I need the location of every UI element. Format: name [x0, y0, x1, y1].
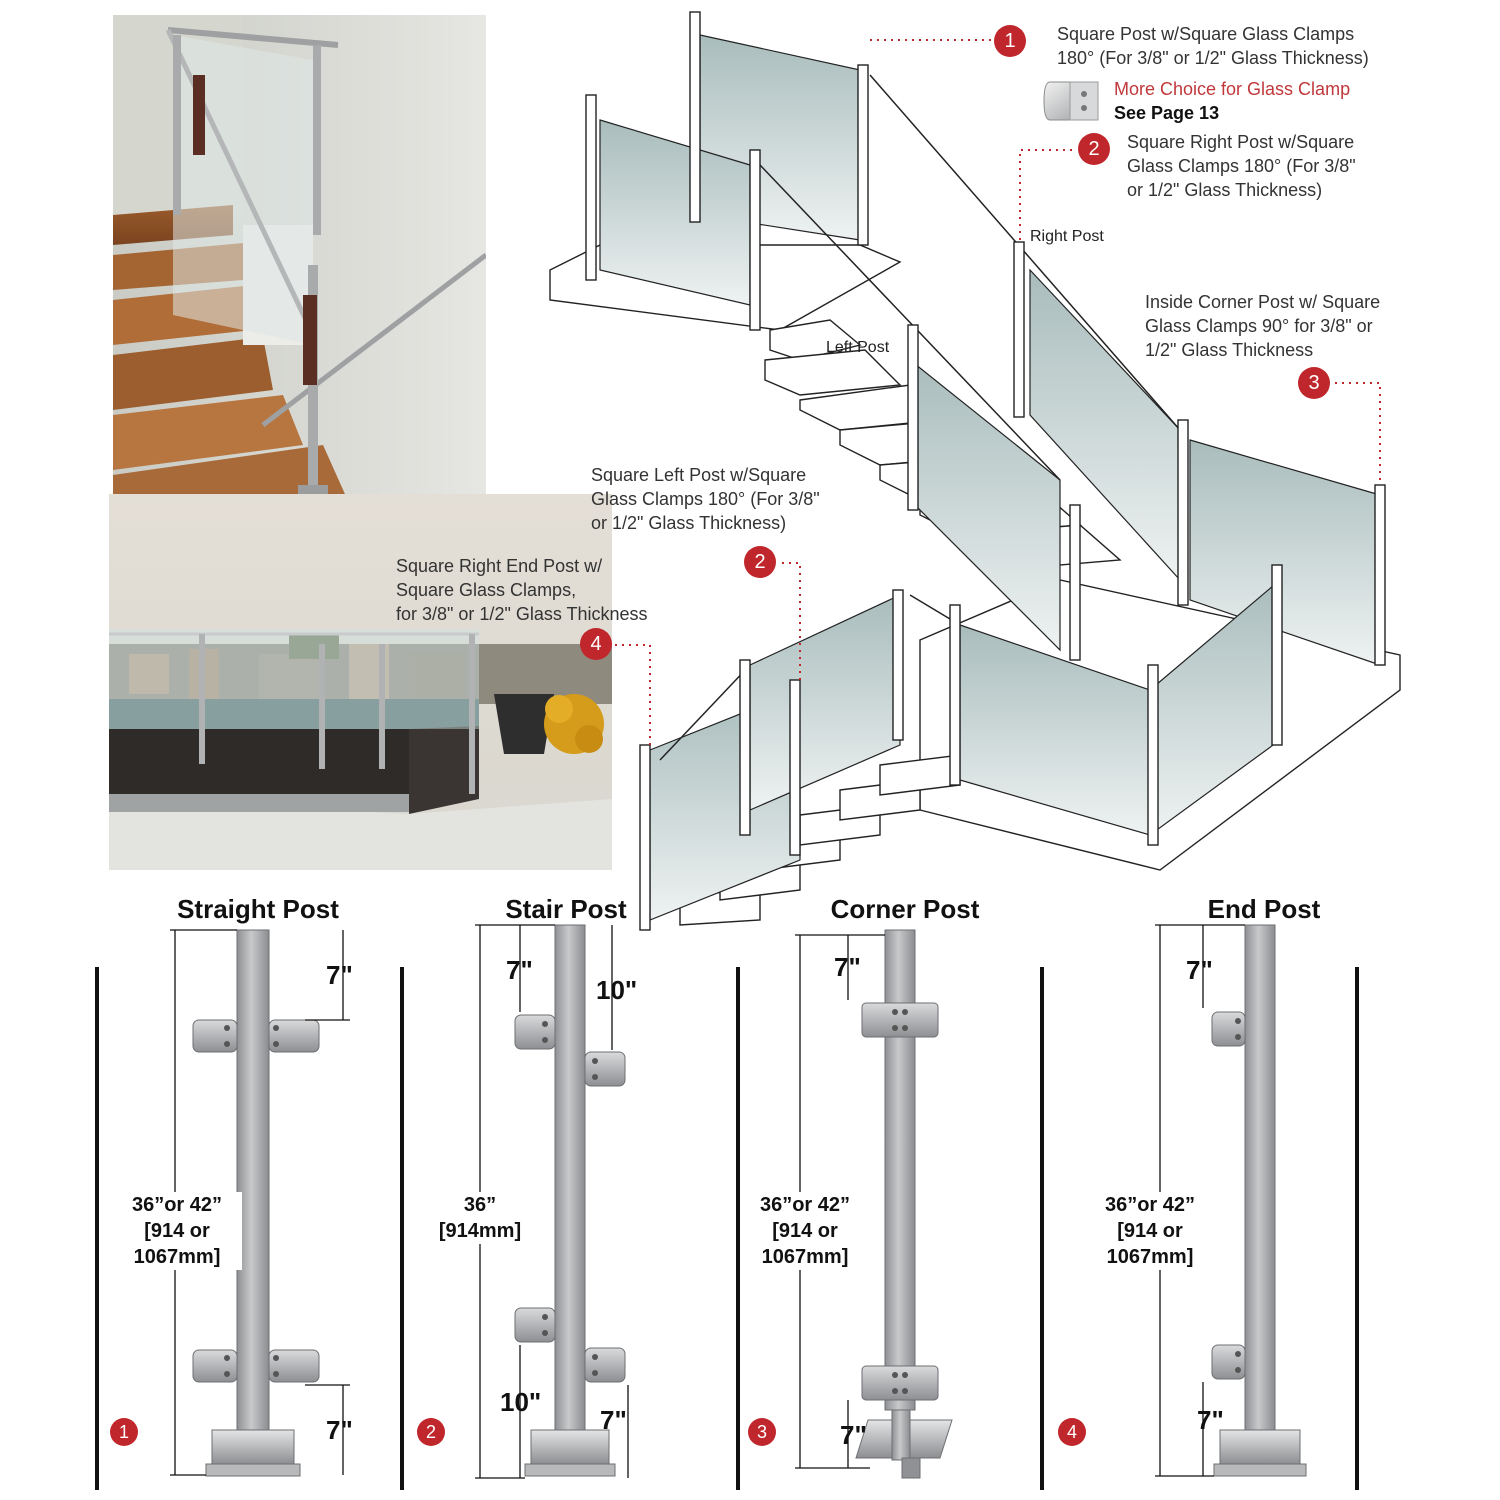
end-bottom-dim: 7" [1197, 1405, 1224, 1435]
callout-end-post: Square Right End Post w/ Square Glass Cl… [396, 556, 648, 624]
post-drawings [170, 924, 1307, 1479]
stair-top-dim-2: 10" [596, 975, 638, 1005]
stair-bottom-dim-2: 10" [500, 1387, 542, 1417]
end-top-dim: 7" [1186, 955, 1213, 985]
callout-inside-corner: Inside Corner Post w/ Square Glass Clamp… [1145, 292, 1381, 360]
stair-post-title: Stair Post [505, 894, 627, 924]
corner-post-drawing [855, 929, 953, 1479]
end-post-drawing [1211, 924, 1307, 1477]
corner-top-dim: 7" [834, 952, 861, 982]
stair-railing-photo [113, 15, 486, 512]
straight-post-drawing [192, 929, 320, 1477]
straight-bottom-dim: 7" [326, 1415, 353, 1445]
corner-bottom-dim: 7" [840, 1420, 867, 1450]
end-height-dim: 36”or 42” [914 or 1067mm] [1085, 1192, 1215, 1270]
callout-square-post: Square Post w/Square Glass Clamps 180° (… [1057, 24, 1369, 68]
left-post-label: Left Post [826, 339, 890, 356]
stair-height-dim: 36” [914mm] [420, 1192, 540, 1244]
post-badge-2: 2 [417, 1418, 445, 1446]
callout-right-post: Square Right Post w/Square Glass Clamps … [1127, 132, 1356, 200]
stair-bottom-dim: 7" [600, 1405, 627, 1435]
glass-clamp-icon [1040, 76, 1104, 124]
post-badge-4: 4 [1058, 1418, 1086, 1446]
callout-badge-4: 4 [580, 628, 612, 660]
straight-post-title: Straight Post [177, 894, 339, 924]
stair-post-drawing [514, 924, 626, 1477]
callout-left-post: Square Left Post w/Square Glass Clamps 1… [591, 465, 820, 533]
divider [1355, 967, 1359, 1490]
divider [1040, 967, 1044, 1490]
divider [736, 967, 740, 1490]
divider [400, 967, 404, 1490]
callout-badge-3: 3 [1298, 367, 1330, 399]
corner-height-dim: 36”or 42” [914 or 1067mm] [740, 1192, 870, 1270]
straight-top-dim: 7" [326, 960, 353, 990]
callout-more-choice: More Choice for Glass Clamp See Page 13 [1114, 79, 1351, 123]
post-badge-3: 3 [748, 1418, 776, 1446]
corner-post-title: Corner Post [830, 894, 980, 924]
callout-badge-2-right: 2 [1078, 133, 1110, 165]
see-page-link[interactable]: See Page 13 [1114, 103, 1220, 123]
end-post-title: End Post [1207, 894, 1321, 924]
divider [95, 967, 99, 1490]
post-badge-1: 1 [110, 1418, 138, 1446]
staircase-diagram [540, 5, 1420, 940]
right-post-label: Right Post [1030, 228, 1104, 245]
straight-height-dim: 36”or 42” [914 or 1067mm] [112, 1192, 242, 1270]
stair-top-dim: 7" [506, 955, 533, 985]
rooftop-railing-photo [109, 494, 612, 870]
callout-badge-1: 1 [994, 25, 1026, 57]
callout-badge-2-left: 2 [744, 546, 776, 578]
